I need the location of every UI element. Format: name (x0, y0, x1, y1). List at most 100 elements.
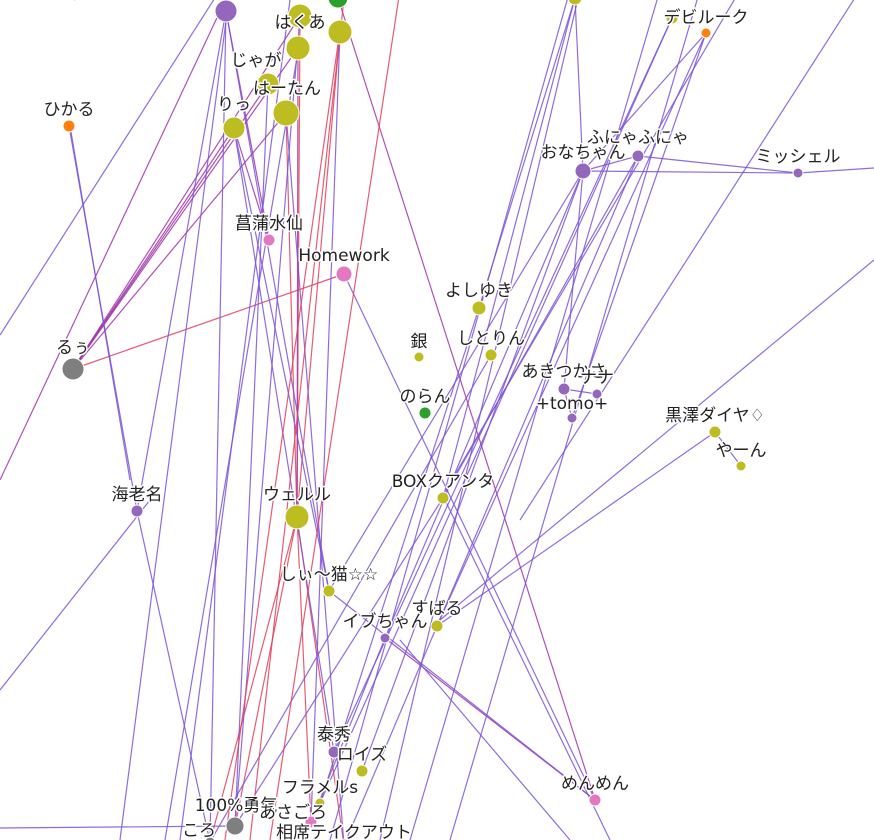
node-n34[interactable] (355, 764, 369, 778)
node-label-n4: りっ (217, 95, 251, 115)
node-n24[interactable] (566, 412, 578, 424)
node-label-n13: おなちゃん (541, 143, 626, 163)
node-label-n3: はーたん (253, 79, 321, 99)
node-label-n24: +tomo+ (536, 394, 609, 414)
node-n38[interactable] (304, 815, 318, 829)
node-n33[interactable] (327, 745, 341, 759)
node-label-n39: ころ (182, 821, 216, 840)
node-label-n32: イブちゃん (343, 611, 428, 632)
edge-n41-n13 (574, 0, 584, 172)
node-n16[interactable] (335, 265, 353, 283)
node-n37[interactable] (225, 816, 245, 836)
edge-n8-n38 (310, 31, 341, 823)
node-n3[interactable] (272, 99, 300, 127)
edge-n28-n37 (234, 516, 298, 827)
edges-layer (68, 0, 799, 840)
nodes-layer (61, 0, 804, 840)
edge-offscreen-2 (0, 499, 151, 691)
node-label-n25: 黒澤ダイヤ♢ (665, 406, 765, 426)
edge-offscreen-1 (0, 0, 226, 481)
node-n1[interactable] (287, 3, 313, 29)
edge-offscreen-3 (69, 125, 131, 481)
node-label-n34: ロイズ (337, 745, 388, 765)
node-n20[interactable] (61, 357, 85, 381)
node-n4[interactable] (222, 116, 246, 140)
node-label-n1: はくあ (275, 13, 326, 33)
node-n27[interactable] (130, 504, 144, 518)
node-label-n36: めんめん (561, 774, 629, 794)
node-n5[interactable] (256, 72, 280, 96)
node-n9[interactable] (62, 119, 76, 133)
node-n10[interactable] (700, 27, 712, 39)
node-n29[interactable] (436, 491, 450, 505)
node-label-n27: 海老名 (112, 485, 163, 505)
node-n13[interactable] (574, 162, 592, 180)
edge-n20-n2 (72, 47, 299, 370)
edge-offscreen-14 (224, 29, 341, 840)
edge-n13-n14 (582, 170, 799, 174)
node-n19[interactable] (484, 348, 498, 362)
node-label-n10: デビルーク (664, 7, 749, 28)
edge-offscreen-9 (119, 0, 230, 840)
node-n32[interactable] (379, 632, 391, 644)
edge-n20-n3 (72, 112, 287, 370)
node-n21[interactable] (418, 406, 432, 420)
node-n41[interactable] (567, 0, 583, 6)
node-n8[interactable] (327, 19, 353, 45)
node-label-n37: 100%勇気 (195, 796, 278, 816)
edge-n28-n8 (296, 31, 341, 518)
node-n15[interactable] (262, 233, 276, 247)
edge-n16-n36 (343, 273, 596, 801)
node-n2[interactable] (285, 35, 311, 61)
edge-n4-n30 (233, 127, 330, 592)
edge-n25-n31 (436, 431, 716, 627)
edge-n27-n39 (136, 510, 211, 840)
edge-n13-n34 (361, 170, 584, 772)
node-n11[interactable] (665, 11, 679, 25)
node-n25[interactable] (708, 425, 722, 439)
node-n18[interactable] (413, 351, 425, 363)
edge-n28-n3 (285, 112, 298, 518)
node-n14[interactable] (792, 167, 804, 179)
edge-n37-n29 (234, 497, 444, 827)
node-label-n2: じゃが (231, 51, 282, 71)
edge-n13-n22 (563, 170, 584, 390)
node-label-n29: BOXクアンタ (392, 472, 495, 492)
edge-n3-n40 (285, 112, 345, 840)
node-n6[interactable] (214, 0, 238, 23)
node-n30[interactable] (322, 584, 336, 598)
edge-offscreen-16 (379, 0, 579, 840)
edge-n13-n32 (384, 170, 584, 639)
node-label-n22: あきつかさ (522, 362, 607, 382)
edge-n30-n36 (328, 590, 596, 801)
edge-n39-n6 (209, 10, 227, 840)
node-n31[interactable] (430, 619, 444, 633)
edge-n13-n10 (582, 32, 707, 172)
node-label-n33: 泰秀 (317, 725, 351, 745)
node-n12[interactable] (631, 149, 645, 163)
node-n7[interactable] (327, 0, 349, 9)
node-n39[interactable] (204, 836, 216, 840)
edge-n35-n17 (319, 307, 480, 804)
node-label-n17: よしゆき (445, 281, 513, 301)
node-n36[interactable] (588, 793, 602, 807)
edge-n28-n39 (209, 516, 298, 840)
node-n22[interactable] (557, 382, 571, 396)
node-n23[interactable] (591, 388, 603, 400)
node-label-n28: ウェルル (263, 485, 331, 505)
edge-n7-n36 (338, 0, 596, 801)
edge-n25-n26 (714, 431, 742, 467)
node-n28[interactable] (284, 504, 310, 530)
edge-n12-n31 (436, 155, 639, 627)
edge-n41-n29 (442, 0, 576, 499)
node-n35[interactable] (314, 797, 326, 809)
node-n17[interactable] (471, 300, 487, 316)
edge-n38-n32 (310, 637, 386, 823)
node-n26[interactable] (735, 460, 747, 472)
edge-n10-n24 (571, 32, 707, 419)
edge-n5-n37 (234, 83, 269, 827)
node-label-n31: すばる (412, 599, 463, 619)
node-label-n26: やーん (716, 441, 767, 461)
node-label-n9: ひかる (44, 100, 95, 120)
